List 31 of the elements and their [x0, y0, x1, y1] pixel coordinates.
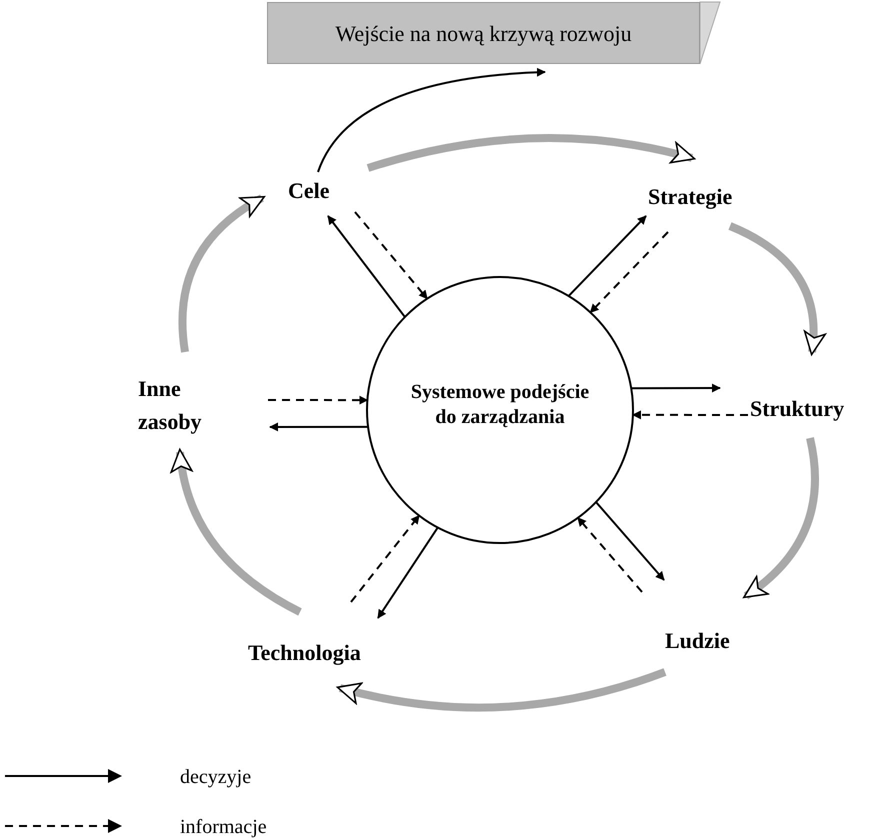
core-circle — [366, 276, 634, 544]
arrow — [632, 410, 748, 420]
core-text: Systemowe podejście do zarządzania — [410, 380, 590, 430]
arrow — [377, 526, 439, 619]
ribbon-arrow — [743, 437, 819, 600]
arrow — [568, 215, 647, 297]
element-label: Inne zasoby — [138, 372, 232, 438]
arrow — [268, 396, 368, 405]
banner-text: Wejście na nową krzywą rozwoju — [335, 20, 632, 48]
ribbon-arrow — [178, 194, 266, 352]
arrow — [354, 211, 428, 300]
ribbon-arrow — [171, 448, 302, 616]
ribbon-arrow — [336, 668, 666, 712]
arrow — [590, 231, 669, 314]
arrow — [595, 501, 665, 581]
arrow — [269, 422, 368, 432]
arrow — [327, 215, 406, 318]
arrow — [577, 517, 643, 593]
legend-label: informacje — [180, 815, 267, 838]
element-label: Cele — [288, 174, 350, 207]
arrow — [350, 514, 420, 603]
ribbon-arrow — [728, 222, 826, 356]
element-label: Strategie — [648, 180, 768, 213]
banner-box — [267, 2, 700, 64]
legend-label: decyzyje — [180, 765, 252, 790]
ribbon-arrow — [366, 134, 696, 172]
arrow — [317, 68, 546, 172]
element-label: Technologia — [248, 636, 408, 669]
element-label: Struktury — [750, 392, 878, 425]
arrow — [631, 384, 721, 393]
element-label: Ludzie — [665, 624, 743, 657]
